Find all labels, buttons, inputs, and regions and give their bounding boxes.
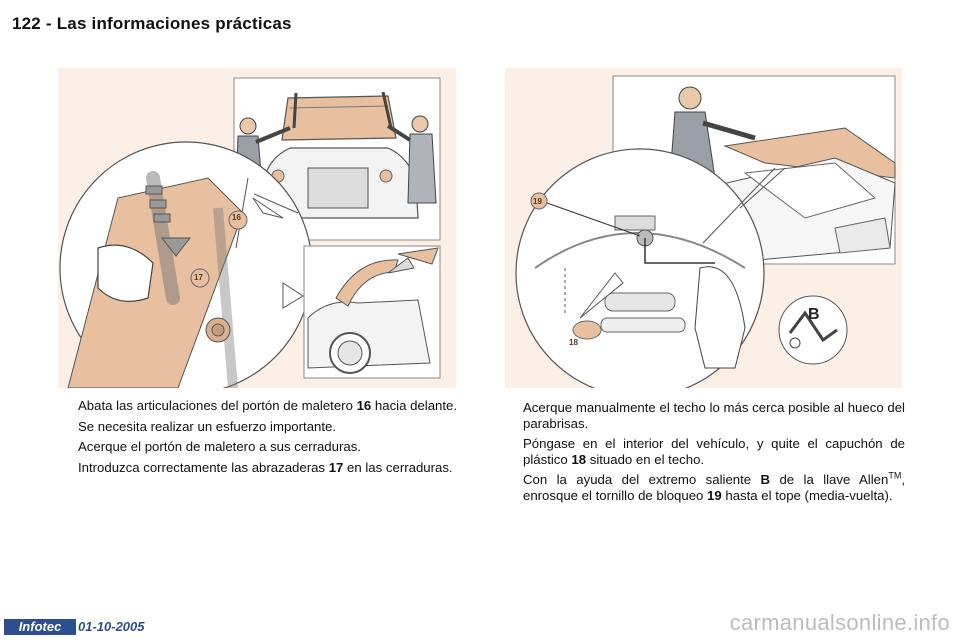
page-header: 122 - Las informaciones prácticas [12, 14, 292, 34]
page-number: 122 [12, 14, 41, 33]
instruction-item: Abata las articulaciones del portón de m… [78, 398, 458, 413]
watermark: carmanualsonline.info [729, 610, 950, 635]
instruction-note: Se necesita realizar un esfuerzo importa… [78, 418, 337, 434]
callout-b: B [808, 306, 820, 323]
header-separator: - [45, 14, 52, 33]
instruction-item: Introduzca correctamente las abrazaderas… [78, 459, 453, 475]
right-illustration: 19 18 B [505, 68, 902, 388]
page-title: Las informaciones prácticas [56, 14, 292, 33]
instruction-item: Con la ayuda del extremo saliente B de l… [523, 470, 905, 503]
callout-17: 17 [194, 273, 203, 282]
trunk-lid-illustration [59, 77, 441, 388]
callout-18: 18 [569, 338, 578, 347]
left-instructions: Abata las articulaciones del portón de m… [60, 398, 458, 480]
footer-date: 01-10-2005 [78, 619, 145, 634]
right-instructions: Acerque manualmente el techo lo más cerc… [505, 400, 905, 508]
callout-19: 19 [533, 197, 542, 206]
infotec-logo: Infotec [4, 619, 76, 635]
instruction-item: Acerque manualmente el techo lo más cerc… [523, 400, 905, 431]
instruction-item: Póngase en el interior del vehículo, y q… [523, 436, 905, 467]
callout-16: 16 [232, 213, 241, 222]
left-illustration: 16 17 [58, 68, 456, 388]
roof-lock-illustration [515, 75, 896, 388]
instruction-item: Acerque el portón de maletero a sus cerr… [78, 439, 361, 454]
